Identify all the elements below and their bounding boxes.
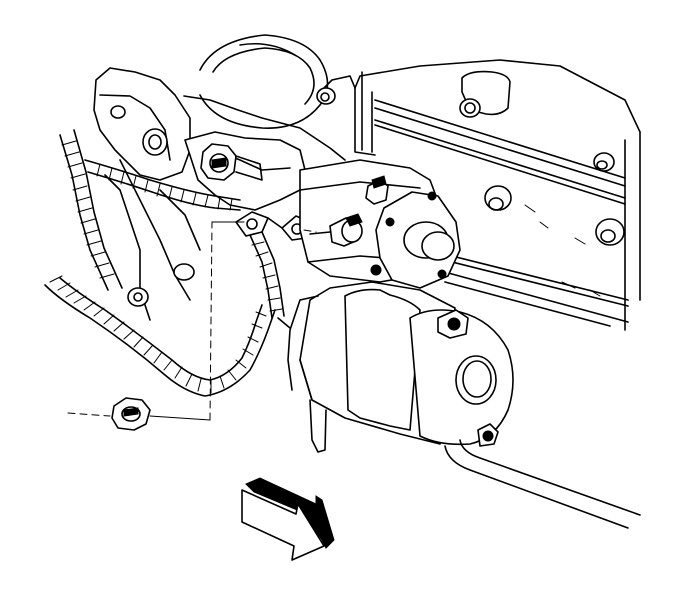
solenoid-terminal-icon [310, 176, 388, 246]
direction-arrow-icon [242, 478, 334, 560]
upper-mounting-bolt-icon [201, 144, 262, 180]
starter-motor-icon [278, 160, 640, 528]
nut-icon [112, 398, 150, 430]
engine-block-icon [355, 60, 640, 330]
bell-housing-icon [94, 35, 355, 320]
exploded-view-leader-lines [68, 222, 316, 420]
